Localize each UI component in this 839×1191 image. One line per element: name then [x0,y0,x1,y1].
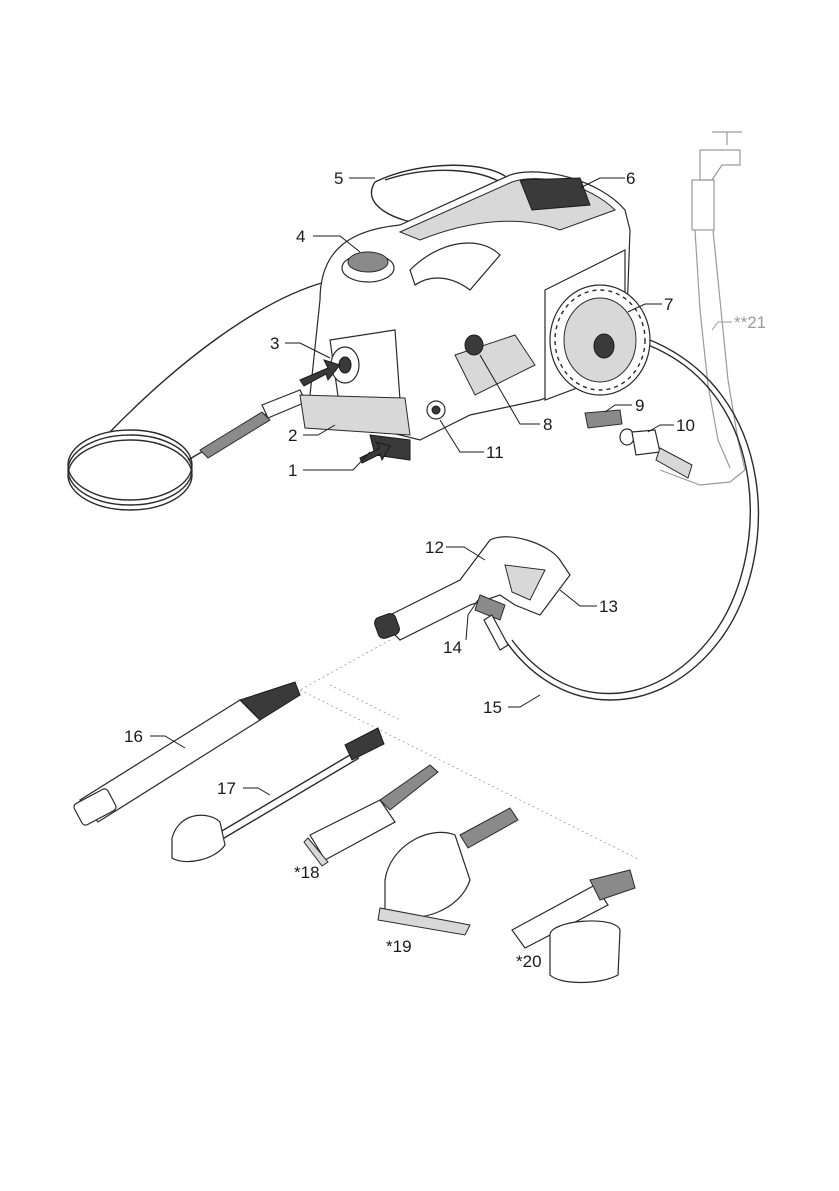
callout-15: 15 [483,695,540,717]
storage-holder [427,401,445,419]
hose-connector [200,390,306,458]
callout-20: *20 [516,952,542,971]
svg-text:14: 14 [443,638,462,657]
svg-text:8: 8 [543,415,552,434]
svg-text:15: 15 [483,698,502,717]
svg-text:6: 6 [626,169,635,188]
svg-text:*20: *20 [516,952,542,971]
callout-17: 17 [217,779,270,798]
svg-text:16: 16 [124,727,143,746]
svg-text:11: 11 [486,443,504,462]
svg-text:**21: **21 [734,313,766,332]
svg-text:10: 10 [676,416,695,435]
svg-text:*19: *19 [386,937,412,956]
callout-11: 11 [440,420,504,462]
rotary-wash-brush [378,808,518,935]
water-inlet [465,335,483,355]
svg-text:2: 2 [288,426,297,445]
hose-reel [550,285,650,395]
svg-text:17: 17 [217,779,236,798]
callout-13: 13 [560,590,618,616]
svg-text:*18: *18 [294,863,320,882]
callout-12: 12 [425,538,485,560]
svg-text:7: 7 [664,295,673,314]
svg-text:1: 1 [288,461,297,480]
callout-19: *19 [386,937,412,956]
inlet-filter [585,410,622,428]
callout-5: 5 [334,169,375,188]
svg-text:5: 5 [334,169,343,188]
svg-text:12: 12 [425,538,444,557]
svg-text:4: 4 [296,227,305,246]
callout-1: 1 [288,452,370,480]
trigger-gun [373,537,570,650]
callout-18: *18 [294,863,320,882]
hose-coupling [620,429,692,478]
svg-text:13: 13 [599,597,618,616]
svg-text:3: 3 [270,334,279,353]
callout-21: **21 [712,313,766,332]
svg-text:9: 9 [635,396,644,415]
